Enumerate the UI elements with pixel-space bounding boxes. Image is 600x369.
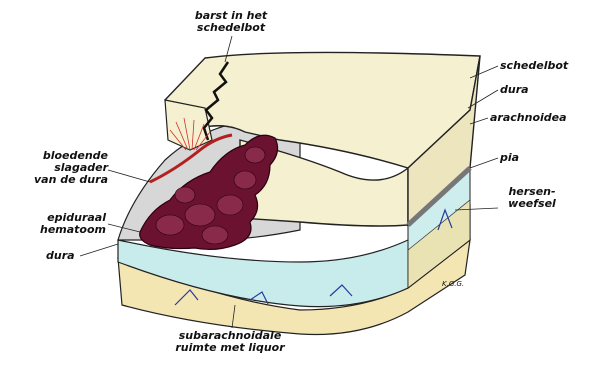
label-brain-tissue: hersen- weefsel (492, 186, 572, 210)
label-fracture: barst in het schedelbot (176, 10, 286, 34)
label-dura-right: dura (500, 84, 529, 96)
label-pia: pia (500, 152, 519, 164)
label-subarachnoid: subarachnoidale ruimte met liquor (150, 330, 310, 354)
artist-initials: K.G.G. (442, 278, 464, 290)
label-bleeding-artery: bloedende slagader van de dura (8, 150, 108, 186)
label-arachnoid: arachnoidea (490, 112, 567, 124)
label-skull: schedelbot (500, 60, 568, 72)
label-dura-left: dura (46, 250, 75, 262)
label-hematoma: epiduraal hematoom (6, 212, 106, 236)
